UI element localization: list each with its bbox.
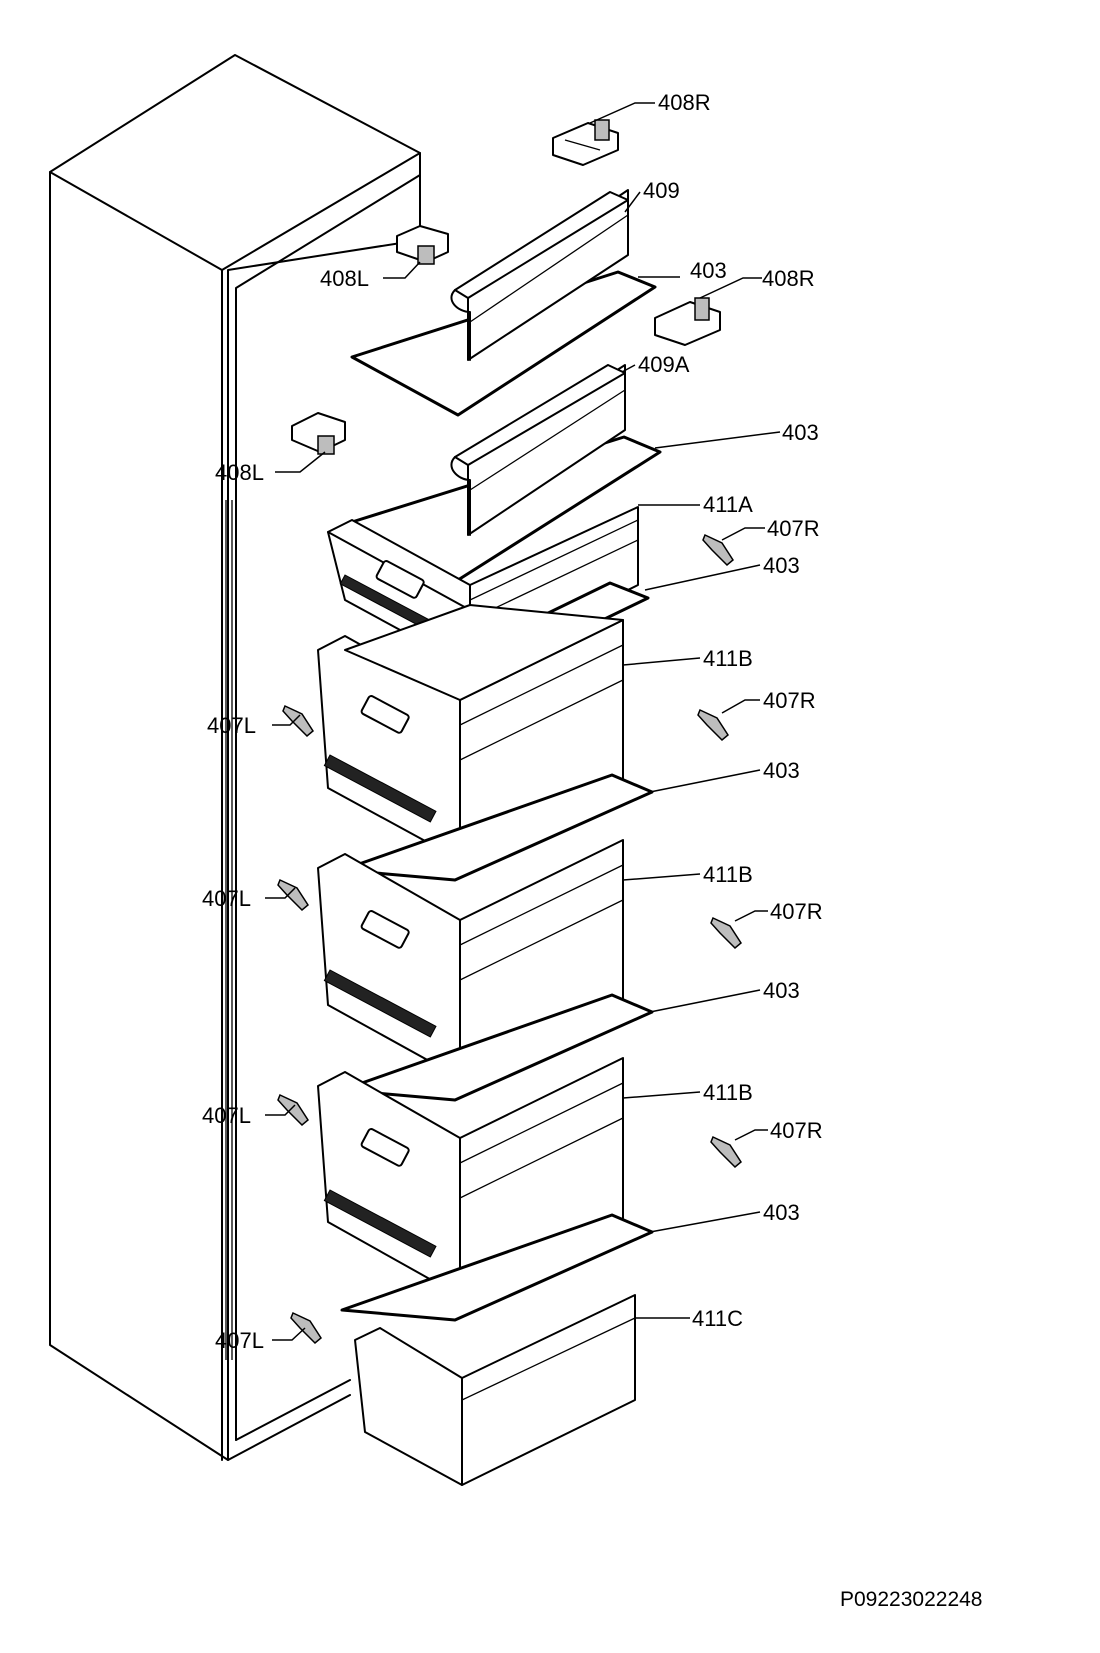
label-409: 409 xyxy=(643,178,680,203)
label-407L-a: 407L xyxy=(207,713,256,738)
cabinet-outline xyxy=(49,54,421,1461)
label-408L-top: 408L xyxy=(320,266,369,291)
runner-clip-407R-d xyxy=(710,1135,742,1169)
runner-clip-407L-b xyxy=(277,878,309,912)
label-411A: 411A xyxy=(703,492,753,517)
label-411C: 411C xyxy=(692,1306,743,1331)
bracket-408L-top xyxy=(396,225,449,265)
label-403-f: 403 xyxy=(763,1200,800,1225)
label-403-a: 403 xyxy=(690,258,727,283)
runner-clip-407L-d xyxy=(290,1311,322,1345)
bracket-408L-mid xyxy=(291,412,346,455)
label-411B-a: 411B xyxy=(703,646,753,671)
shelf-profile-409A xyxy=(450,364,626,536)
label-403-d: 403 xyxy=(763,758,800,783)
document-code: P09223022248 xyxy=(840,1588,982,1611)
label-407R-c: 407R xyxy=(770,899,823,924)
label-411B-c: 411B xyxy=(703,1080,753,1105)
runner-clip-407L-c xyxy=(277,1093,309,1127)
bracket-408R-mid xyxy=(654,297,721,346)
runner-clip-407L-a xyxy=(282,704,314,738)
shelf-profile-409 xyxy=(450,189,629,361)
part-labels: 408R 409 403 408R 408L 409A 403 408L 411… xyxy=(202,90,823,1353)
label-407R-a: 407R xyxy=(767,516,820,541)
bracket-408R-top xyxy=(552,119,619,166)
label-409A: 409A xyxy=(638,352,690,377)
label-411B-b: 411B xyxy=(703,862,753,887)
runner-clip-407R-c xyxy=(710,916,742,950)
label-403-e: 403 xyxy=(763,978,800,1003)
runner-clip-407R-b xyxy=(697,708,729,742)
label-407R-d: 407R xyxy=(770,1118,823,1143)
label-407L-d: 407L xyxy=(215,1328,264,1353)
label-407R-b: 407R xyxy=(763,688,816,713)
label-403-c: 403 xyxy=(763,553,800,578)
leader-lines xyxy=(265,102,781,1341)
runner-clip-407R-a xyxy=(702,533,734,567)
drawer-411C xyxy=(354,1294,636,1486)
label-403-b: 403 xyxy=(782,420,819,445)
label-407L-b: 407L xyxy=(202,886,251,911)
label-408R-mid: 408R xyxy=(762,266,815,291)
label-407L-c: 407L xyxy=(202,1103,251,1128)
label-408R-top: 408R xyxy=(658,90,711,115)
label-408L-mid: 408L xyxy=(215,460,264,485)
